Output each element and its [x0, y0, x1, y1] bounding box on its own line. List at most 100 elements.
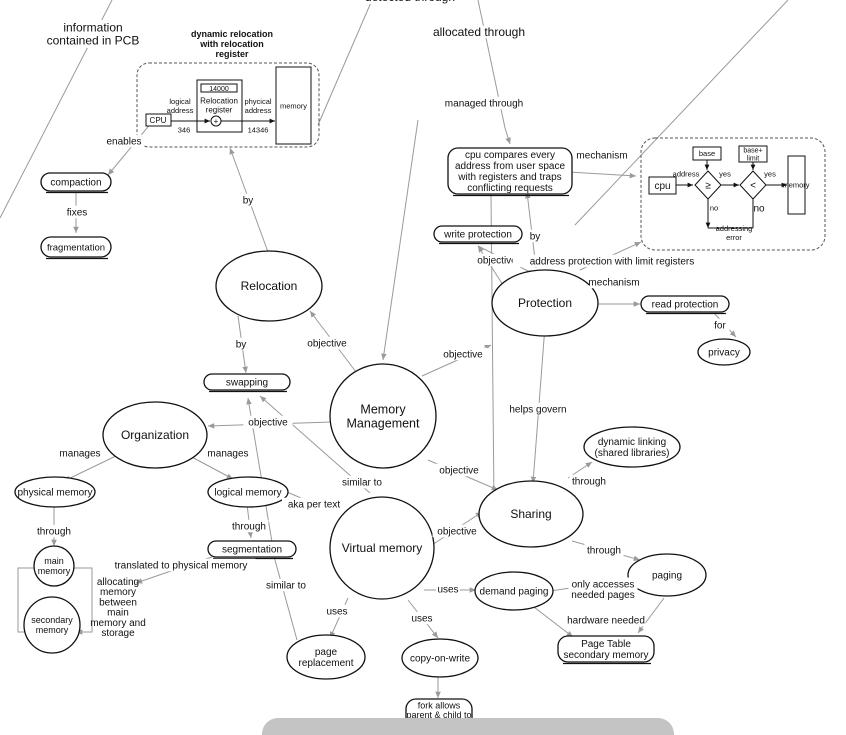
- base-label: base: [699, 149, 715, 158]
- edge-label-text: by: [530, 232, 541, 243]
- edge-label-text: allocated through: [433, 25, 525, 39]
- edge-label-bg: [208, 446, 248, 460]
- edge-label-bg: [43, 20, 143, 48]
- edge-line: [381, 119, 419, 361]
- edge-label-mechanism-right: mechanism: [588, 275, 640, 289]
- edge-label-bg: [241, 193, 255, 207]
- node-shape: [627, 553, 707, 597]
- node-label: copy-on-write: [410, 654, 470, 665]
- node-copy-on-write[interactable]: copy-on-write: [401, 638, 479, 678]
- edge-label-text: hardware needed: [567, 616, 645, 627]
- node-label: privacy: [708, 348, 740, 359]
- edge-line: [317, 0, 373, 126]
- edge-label-bg: [710, 318, 730, 332]
- edge-label-text: manages: [207, 449, 248, 460]
- register-value-box: [200, 83, 238, 93]
- edge-label-text: objective: [439, 466, 479, 477]
- edge-line: [477, 0, 511, 145]
- node-label: demand paging: [480, 587, 549, 598]
- edge-label-bg: [432, 524, 482, 538]
- edge-label-bg: [426, 25, 532, 39]
- adder-plus: +: [214, 117, 219, 126]
- base-limit-label: base+limit: [743, 147, 762, 162]
- node-label: segmentation: [222, 545, 282, 556]
- bottom-scroll-panel[interactable]: [262, 718, 674, 735]
- edge-label-bg: [302, 336, 352, 350]
- edge-label-text: aka per text: [288, 500, 340, 511]
- node-shape: [491, 269, 599, 337]
- edge-label-text: through: [232, 522, 266, 533]
- node-shape: [40, 172, 112, 192]
- node-label: write protection: [443, 230, 512, 241]
- node-protection[interactable]: Protection: [491, 269, 599, 337]
- edge-label-bg: [62, 205, 92, 219]
- node-fragmentation[interactable]: fragmentation: [40, 236, 112, 260]
- node-shape: [329, 363, 437, 469]
- node-paging[interactable]: paging: [627, 553, 707, 597]
- edge-label-text: similar to: [266, 581, 306, 592]
- node-read-protection[interactable]: read protection: [640, 295, 730, 315]
- node-logical-memory[interactable]: logical memory: [207, 476, 289, 508]
- edge-label-uses-demand: uses: [436, 582, 460, 596]
- edge-label-text: translated to physical memory: [115, 561, 248, 572]
- node-virtual-memory[interactable]: Virtual memory: [329, 496, 435, 600]
- node-sharing[interactable]: Sharing: [478, 480, 584, 548]
- edge-label-translated: translated to physical memory: [106, 558, 256, 572]
- node-label: physical memory: [17, 488, 92, 499]
- edge-label-text: detected through: [365, 0, 455, 4]
- node-write-protection[interactable]: write protection: [433, 225, 523, 245]
- edge-label-text: objective: [437, 527, 477, 538]
- node-label: dynamic linking(shared libraries): [594, 437, 669, 459]
- node-compaction[interactable]: compaction: [40, 172, 112, 194]
- edge-label-objective-write: objective: [472, 253, 522, 267]
- edge-label-text: by: [236, 340, 247, 351]
- edge-label-bg: [282, 497, 346, 511]
- edge-label-bg: [506, 402, 570, 416]
- node-relocation[interactable]: Relocation: [215, 250, 323, 322]
- edge-line: [63, 454, 119, 482]
- node-privacy[interactable]: privacy: [697, 338, 751, 366]
- edge-label-bg: [589, 275, 639, 289]
- edge-label-text: manages: [59, 449, 100, 460]
- edge-label-uses-replacement: uses: [325, 604, 349, 618]
- edge-line: [107, 121, 153, 176]
- node-shape: [401, 638, 479, 678]
- node-dynamic-linking[interactable]: dynamic linking(shared libraries): [583, 426, 681, 468]
- edge-label-uses-cow: uses: [410, 611, 434, 625]
- node-swapping[interactable]: swapping: [203, 373, 291, 393]
- no-label-2: no: [753, 204, 765, 215]
- node-shape: [203, 373, 291, 391]
- node-shape: [474, 571, 554, 611]
- memory-label: memory: [280, 102, 307, 111]
- edge-label-bg: [243, 415, 293, 429]
- node-organization[interactable]: Organization: [102, 401, 208, 469]
- edge-label-text: for: [714, 321, 726, 332]
- node-shape: [640, 295, 730, 313]
- edge-line: [637, 597, 665, 634]
- edge-label-bg: [528, 229, 542, 243]
- node-physical-memory[interactable]: physical memory: [14, 476, 96, 508]
- edge-line: [490, 193, 495, 503]
- edge-label-text: through: [572, 477, 606, 488]
- node-demand-paging[interactable]: demand paging: [474, 571, 554, 611]
- logical-value: 346: [178, 126, 191, 135]
- edge-label-text: objective: [443, 350, 483, 361]
- yes-label-1: yes: [719, 170, 731, 179]
- edge-label-bg: [434, 463, 484, 477]
- node-segmentation[interactable]: segmentation: [207, 540, 297, 560]
- edge-label-aka-per-text: aka per text: [282, 497, 346, 511]
